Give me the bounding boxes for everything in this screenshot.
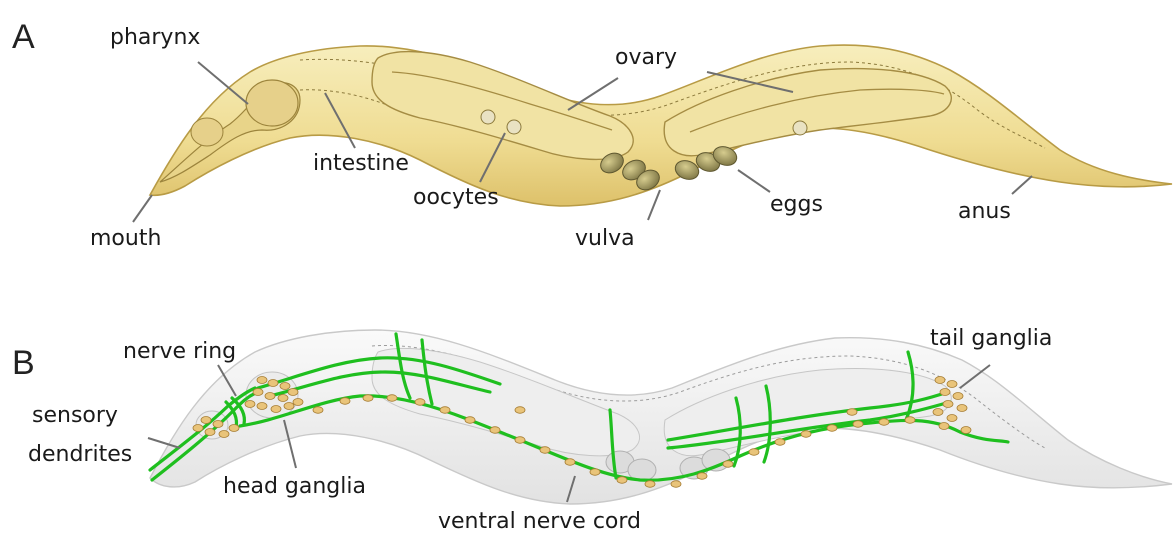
neuron: [253, 389, 263, 396]
neuron: [853, 421, 863, 428]
neuron: [961, 427, 971, 434]
neuron: [340, 398, 350, 405]
neuron: [940, 389, 950, 396]
neuron: [205, 429, 215, 436]
neuron: [313, 407, 323, 414]
neuron: [213, 421, 223, 428]
neuron: [847, 409, 857, 416]
label-intestine: intestine: [313, 151, 409, 176]
neuron: [947, 381, 957, 388]
neuron: [415, 399, 425, 406]
leader-mouth: [133, 195, 152, 222]
label-dendrites: dendrites: [28, 442, 132, 467]
neuron: [229, 425, 239, 432]
neuron: [271, 406, 281, 413]
neuron: [278, 395, 288, 402]
label-sensory: sensory: [32, 403, 118, 428]
neuron: [268, 380, 278, 387]
neuron: [697, 473, 707, 480]
neuron: [943, 401, 953, 408]
neuron: [363, 395, 373, 402]
neuron: [490, 427, 500, 434]
label-mouth: mouth: [90, 226, 161, 251]
neuron: [515, 407, 525, 414]
leader-eggs: [738, 170, 770, 192]
neuron: [645, 481, 655, 488]
neuron: [775, 439, 785, 446]
neuron: [749, 449, 759, 456]
neuron: [565, 459, 575, 466]
label-head-ganglia: head ganglia: [223, 474, 366, 499]
neuron: [245, 401, 255, 408]
label-oocytes: oocytes: [413, 185, 499, 210]
neuron: [193, 425, 203, 432]
pharynx-anterior-bulb: [191, 118, 223, 146]
neuron: [540, 447, 550, 454]
label-pharynx: pharynx: [110, 25, 200, 50]
neuron: [933, 409, 943, 416]
neuron: [827, 425, 837, 432]
leader-anus: [1012, 176, 1032, 194]
label-eggs: eggs: [770, 192, 823, 217]
neuron: [953, 393, 963, 400]
neuron: [257, 403, 267, 410]
panel-letter-a: A: [12, 18, 35, 56]
neuron: [265, 393, 275, 400]
label-anus: anus: [958, 199, 1011, 224]
neuron: [957, 405, 967, 412]
neuron: [280, 383, 290, 390]
neuron: [293, 399, 303, 406]
neuron: [723, 461, 733, 468]
oocyte-1: [481, 110, 495, 124]
neuron: [801, 431, 811, 438]
panel-a: A pharynx: [12, 18, 1172, 251]
label-vulva: vulva: [575, 226, 635, 251]
neuron: [939, 423, 949, 430]
neuron: [905, 417, 915, 424]
neuron: [935, 377, 945, 384]
neuron: [879, 419, 889, 426]
pharynx-bulb: [246, 80, 298, 126]
neuron: [671, 481, 681, 488]
neuron: [288, 389, 298, 396]
panel-b: B: [12, 326, 1172, 534]
label-tail-ganglia: tail ganglia: [930, 326, 1052, 351]
oocyte-3: [793, 121, 807, 135]
neuron: [590, 469, 600, 476]
label-nerve-ring: nerve ring: [123, 339, 236, 364]
label-ventral-nerve-cord: ventral nerve cord: [438, 509, 641, 534]
neuron: [284, 403, 294, 410]
leader-vulva: [648, 190, 660, 220]
oocyte-2: [507, 120, 521, 134]
neuron: [440, 407, 450, 414]
neuron: [947, 415, 957, 422]
neuron: [387, 395, 397, 402]
label-ovary: ovary: [615, 45, 677, 70]
panel-letter-b: B: [12, 344, 35, 382]
neuron: [617, 477, 627, 484]
neuron: [465, 417, 475, 424]
neuron: [219, 431, 229, 438]
neuron: [201, 417, 211, 424]
neuron: [257, 377, 267, 384]
neuron: [515, 437, 525, 444]
